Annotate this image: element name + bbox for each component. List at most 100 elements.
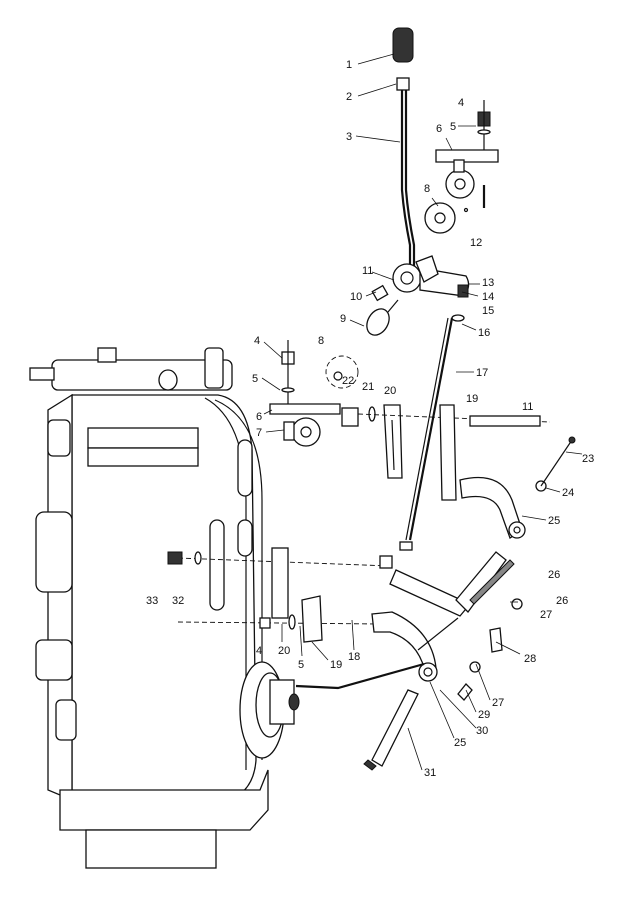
shift-lever-assembly	[366, 27, 499, 336]
callout-20-upper: 20	[384, 385, 396, 397]
callout-26-lower: 26	[556, 595, 568, 607]
callout-30: 30	[476, 725, 488, 737]
knob-nut	[396, 77, 410, 91]
callout-14: 14	[482, 291, 494, 303]
arm-25-hub-bore	[513, 526, 521, 534]
lever-knob	[392, 27, 414, 63]
fork-20-lower	[271, 547, 289, 619]
callout-28: 28	[524, 653, 536, 665]
pin-29	[457, 683, 473, 701]
callout-29: 29	[478, 709, 490, 721]
callout-31: 31	[424, 767, 436, 779]
screw-7-mid	[283, 421, 295, 441]
callout-25-upper: 25	[548, 515, 560, 527]
bracket-6-mid	[269, 403, 341, 415]
lever-hub-bore	[400, 271, 414, 285]
callout-2: 2	[346, 91, 352, 103]
front-hole-3	[237, 519, 253, 557]
link-rod	[417, 617, 459, 651]
set-screw-10	[371, 284, 389, 302]
gear-8-bore	[434, 212, 446, 224]
rod-17	[408, 317, 454, 541]
callout-5-mid: 5	[252, 373, 258, 385]
callout-27-upper: 27	[540, 609, 552, 621]
callout-23: 23	[582, 453, 594, 465]
callout-12: 12	[470, 237, 482, 249]
link-bar-26	[389, 569, 472, 617]
top-shaft-end	[29, 367, 55, 381]
lower-linkage	[167, 547, 523, 771]
washer-32	[194, 551, 202, 565]
upper-bracket-6	[435, 149, 499, 163]
rod-17-edge	[405, 317, 449, 541]
callout-25-lower: 25	[454, 737, 466, 749]
leader-lines	[261, 53, 583, 771]
upper-roller-bore	[454, 178, 466, 190]
callout-15: 15	[482, 305, 494, 317]
shift-lever-edge	[404, 90, 416, 268]
top-shaft-bracket	[204, 347, 224, 389]
callout-27-lower: 27	[492, 697, 504, 709]
washer-5-mid	[281, 387, 295, 393]
top-shaft-collar	[97, 347, 117, 363]
housing-front-edge	[214, 399, 263, 760]
callout-17: 17	[476, 367, 488, 379]
bracket-post	[453, 159, 465, 173]
rod-end	[399, 541, 413, 551]
housing-base	[59, 769, 269, 831]
bolt-4-lower	[259, 617, 271, 629]
axis-18-lower	[177, 621, 381, 625]
arm-25-lower-bore	[423, 667, 433, 677]
callout-33: 33	[146, 595, 158, 607]
washer-5-lower	[288, 614, 296, 630]
front-hole-2	[209, 519, 225, 611]
callout-5-lower: 5	[298, 659, 304, 671]
callout-16: 16	[478, 327, 490, 339]
left-boss-low	[55, 699, 77, 741]
gear-8-phantom	[325, 355, 359, 389]
callout-26-upper: 26	[548, 569, 560, 581]
top-shaft-knob	[158, 369, 178, 391]
mid-roller	[291, 417, 321, 447]
nut-27b	[511, 598, 523, 610]
stud-23-head	[568, 436, 576, 444]
callout-8-upper: 8	[424, 183, 430, 195]
middle-assembly	[269, 314, 576, 551]
front-hole-1	[237, 439, 253, 497]
callout-6-upper: 6	[436, 123, 442, 135]
callout-4-upper: 4	[458, 97, 464, 109]
callout-3: 3	[346, 131, 352, 143]
callout-11-upper: 11	[362, 265, 373, 277]
gear-8	[424, 202, 456, 234]
connecting-rod	[295, 662, 425, 690]
spring-22	[341, 407, 359, 427]
arm-25-hub	[508, 521, 526, 539]
link-arm-26	[455, 551, 507, 613]
callout-22: 22	[342, 375, 354, 387]
cylinder-31	[371, 689, 419, 767]
callout-20-lower: 20	[278, 645, 290, 657]
washer-21	[368, 406, 376, 422]
callout-8-mid: 8	[318, 335, 324, 347]
upper-roller	[445, 169, 475, 199]
shaft-11	[469, 415, 541, 427]
callout-19-upper: 19	[466, 393, 478, 405]
nut-27	[469, 661, 481, 673]
arm-25-lower-hub	[418, 662, 438, 682]
callout-4-mid: 4	[254, 335, 260, 347]
callout-5-upper: 5	[450, 121, 456, 133]
housing-rib-lower	[87, 447, 199, 467]
callout-18: 18	[348, 651, 360, 663]
left-boss-top	[47, 419, 71, 457]
housing-rib-upper	[87, 427, 199, 449]
output-hub-nut	[288, 693, 300, 711]
lever-hub	[392, 263, 422, 293]
cylinder-31-end	[363, 759, 377, 771]
link-arm-hatch	[469, 559, 515, 605]
callout-labels: 1 2 3 4 5 6 8 12 11 10 13 14 15 9 16 8 4…	[146, 59, 594, 779]
left-boss-mid	[35, 639, 73, 681]
bolt-33	[167, 551, 183, 565]
bushing-link	[387, 299, 399, 313]
fork-20-slot	[391, 419, 395, 471]
